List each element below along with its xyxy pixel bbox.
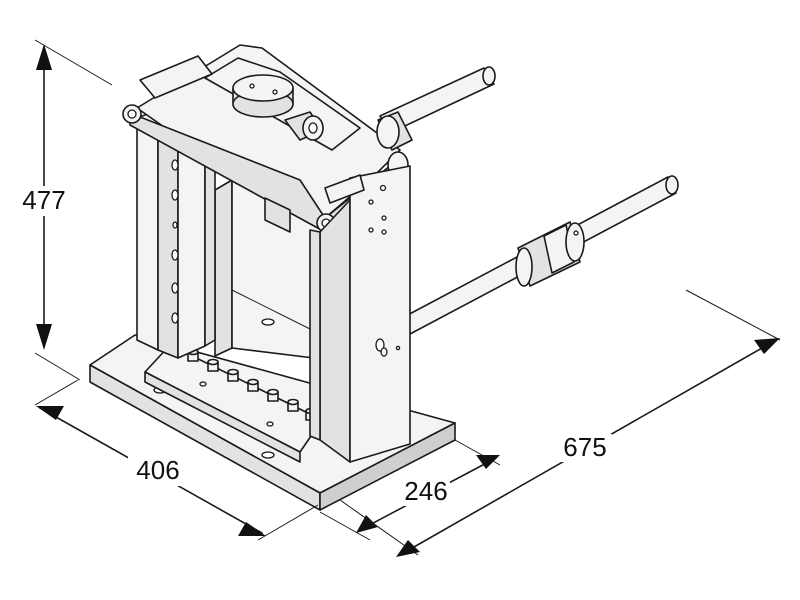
width-dimension: 406 [34,379,319,541]
height-dimension: 477 [14,39,113,381]
rod-collar [515,221,585,287]
depth-dimension: 246 [319,439,501,541]
front-nut [284,111,324,141]
rear-nut [376,111,413,179]
length-dimension: 675 [339,289,781,557]
right-column [309,165,411,463]
lower-blade-strip [144,344,323,463]
height-value: 477 [22,185,65,215]
length-value: 675 [563,432,606,462]
depth-value: 246 [404,476,447,506]
top-cylinder [232,74,294,118]
width-value: 406 [136,455,179,485]
